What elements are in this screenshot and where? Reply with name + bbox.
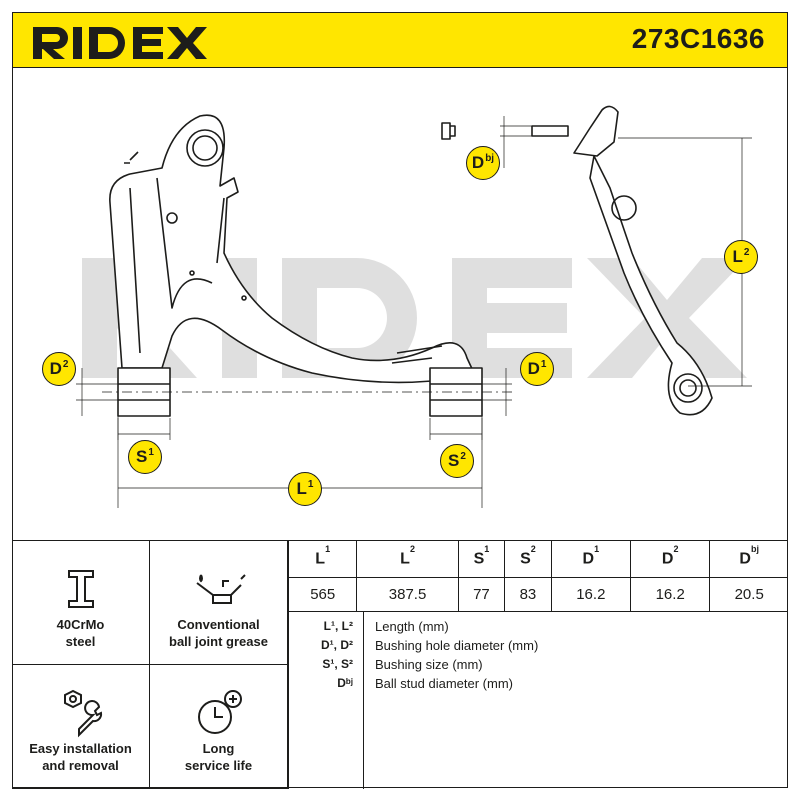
dimensions-legend: L¹, L² D¹, D² S¹, S² Dᵇʲ Length (mm) Bus… (288, 611, 788, 789)
dimensions-header-row: L1 L2 S1 S2 D1 D2 Dbj (287, 541, 788, 578)
legend-key: Dᵇʲ (337, 676, 353, 690)
i-beam-icon (67, 570, 94, 608)
legend-key: L¹, L² (323, 619, 353, 633)
dim-header: Dbj (709, 541, 788, 578)
legend-key: D¹, D² (321, 638, 353, 652)
legend-descriptions: Length (mm) Bushing hole diameter (mm) B… (375, 617, 538, 693)
feature-label-line1: 40CrMo (56, 617, 105, 632)
dim-header: L1 (287, 541, 357, 578)
dim-value-d2: 16.2 (630, 577, 710, 612)
legend-desc: Bushing size (mm) (375, 657, 483, 672)
feature-service-life: Long service life (150, 665, 288, 789)
legend-key: S¹, S² (322, 657, 353, 671)
dim-value-s1: 77 (457, 577, 505, 612)
feature-label-line2: and removal (42, 758, 119, 773)
dim-header: D1 (550, 541, 631, 578)
dim-header: S1 (457, 541, 505, 578)
wrench-nut-icon (63, 689, 102, 738)
legend-keys: L¹, L² D¹, D² S¹, S² Dᵇʲ (289, 611, 364, 789)
control-arm-front-view (76, 105, 752, 508)
feature-material: 40CrMo steel (12, 541, 150, 665)
feature-label-line2: steel (65, 634, 96, 649)
ridex-logo (33, 27, 207, 59)
feature-label-line2: ball joint grease (169, 634, 268, 649)
part-number: 273C1636 (631, 23, 765, 54)
header-bar: 273C1636 (12, 12, 788, 68)
clock-plus-icon (197, 690, 242, 734)
legend-desc: Bushing hole diameter (mm) (375, 638, 539, 653)
feature-label-line1: Long (202, 741, 235, 756)
dim-header: L2 (356, 541, 459, 578)
legend-desc: Length (mm) (375, 619, 449, 634)
dim-value-s2: 83 (504, 577, 552, 612)
feature-label-line1: Conventional (177, 617, 260, 632)
feature-grease: Conventional ball joint grease (150, 541, 288, 665)
dim-header: S2 (504, 541, 552, 578)
dim-value-l2: 387.5 (356, 577, 459, 612)
dim-value-d1: 16.2 (550, 577, 631, 612)
feature-label-line1: Easy installation (29, 741, 132, 756)
oil-can-icon (195, 574, 246, 604)
feature-label-line2: service life (184, 758, 253, 773)
specs-section: 40CrMo steel Conventional ball joint greas… (12, 540, 788, 789)
legend-desc: Ball stud diameter (mm) (375, 676, 513, 691)
feature-installation: Easy installation and removal (12, 665, 150, 789)
dimensions-value-row: 565 387.5 77 83 16.2 16.2 20.5 (287, 577, 788, 612)
dim-value-l1: 565 (287, 577, 357, 612)
dim-header: D2 (630, 541, 710, 578)
dimensions-table: L1 L2 S1 S2 D1 D2 Dbj 565 387.5 77 83 16… (287, 541, 788, 612)
dim-value-dbj: 20.5 (709, 577, 788, 612)
